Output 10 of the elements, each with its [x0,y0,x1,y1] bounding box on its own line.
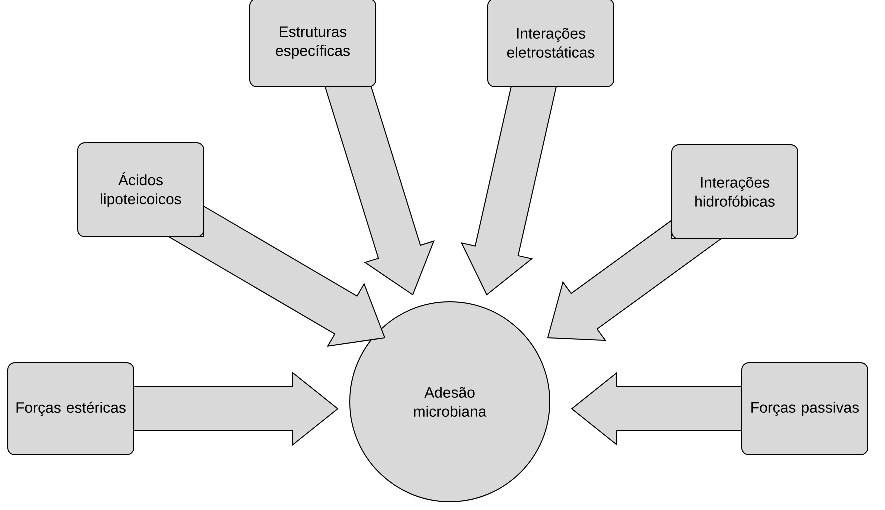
block-arrow [324,86,435,296]
process-box: Forças passivas [742,362,868,456]
process-box: Interações eletrostáticas [488,0,614,88]
circle-node: Adesão microbiana [350,302,550,502]
block-arrow [134,372,339,446]
process-box: Estruturas específicas [250,0,376,88]
block-arrow [571,372,742,446]
process-box: Forças estéricas [8,362,134,456]
process-box: Ácidos lipoteicoicos [78,142,204,238]
process-box: Interações hidrofóbicas [672,144,798,240]
